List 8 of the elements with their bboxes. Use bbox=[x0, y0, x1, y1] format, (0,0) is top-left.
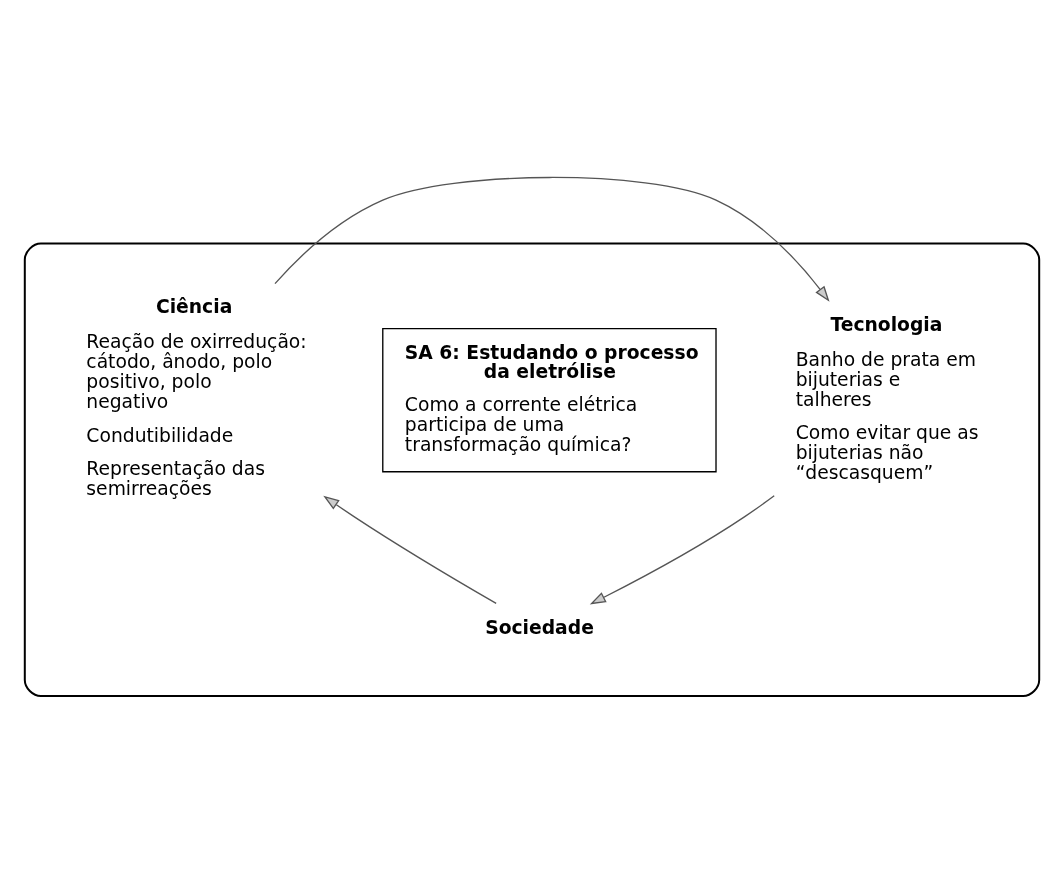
node-box: SA 6: Estudando o processo da eletrólise Como a corrente elétrica participa de uma transformação química? bbox=[382, 327, 717, 472]
node-text: Tecnologia Banho de prata em bijuterias e talheres Como evitar que as bijuterias não “descasquem” bbox=[795, 313, 979, 483]
arrow bbox=[274, 176, 830, 302]
arrow bbox=[589, 494, 775, 604]
cluster bbox=[23, 242, 1041, 697]
node-text: Sociedade bbox=[485, 616, 594, 638]
node-text: Ciência Reação de oxirredução: cátodo, ânodo, polo positivo, polo negativo Condutibilidade Representação das semirreações bbox=[86, 295, 307, 499]
arrow bbox=[323, 495, 497, 604]
